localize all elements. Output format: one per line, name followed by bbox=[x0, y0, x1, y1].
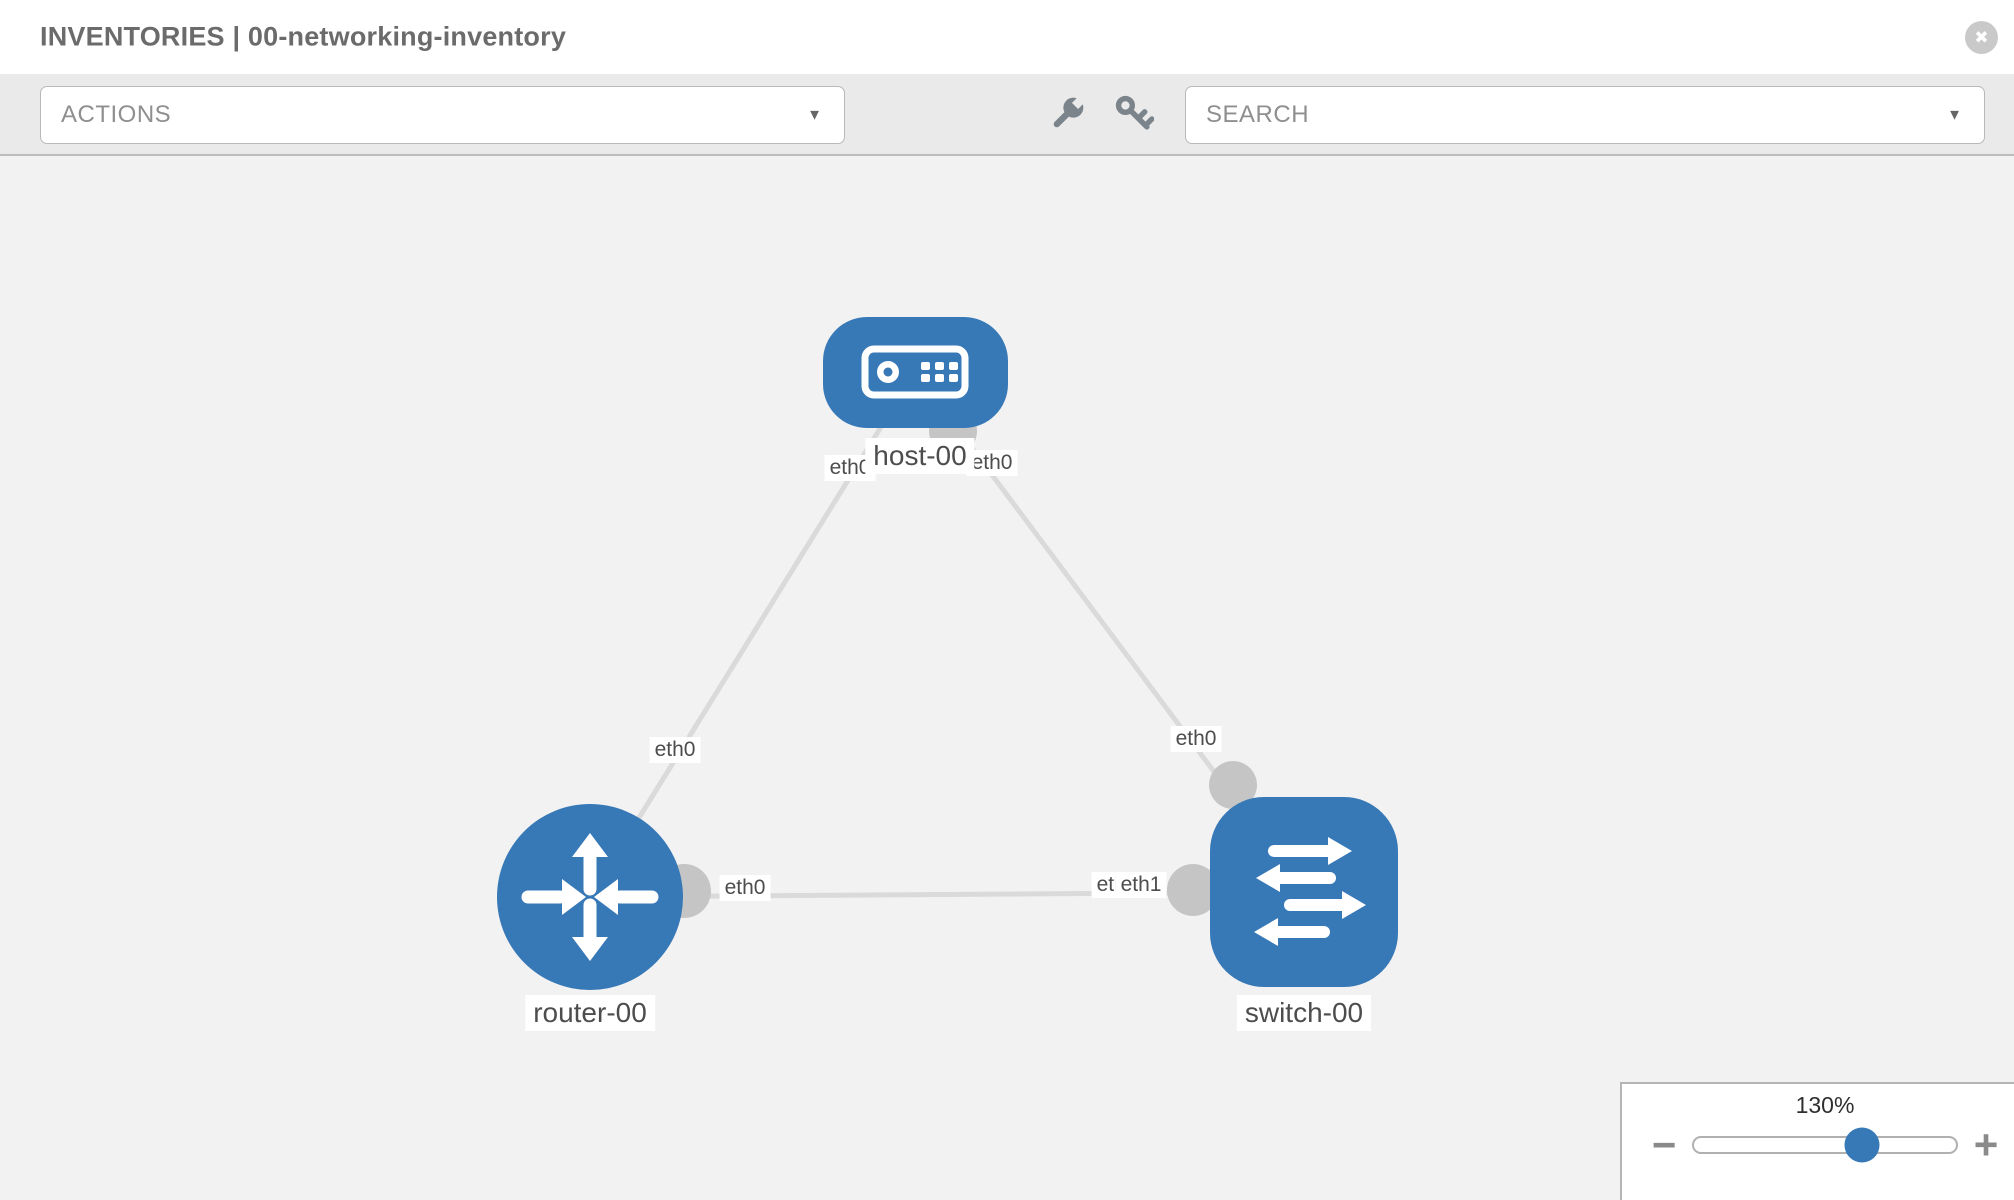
chevron-down-icon: ▼ bbox=[1947, 106, 1962, 124]
toolbar: ACTIONS ▼ SEARCH ▼ bbox=[0, 74, 2014, 156]
iface-label: eth0 bbox=[719, 875, 771, 901]
zoom-level-value: 130% bbox=[1795, 1092, 1855, 1118]
topology-canvas[interactable]: eth0 eth0 eth0 eth0 eth0 eth0 eth1 host-… bbox=[0, 156, 2014, 1200]
actions-dropdown[interactable]: ACTIONS ▼ bbox=[40, 86, 845, 144]
iface-label: eth0 bbox=[966, 450, 1018, 476]
search-dropdown-label: SEARCH bbox=[1206, 101, 1310, 128]
interface-bumps bbox=[657, 407, 1257, 918]
search-dropdown[interactable]: SEARCH ▼ bbox=[1185, 86, 1985, 144]
close-button[interactable]: ✖ bbox=[1965, 21, 1998, 54]
node-host-00[interactable] bbox=[823, 317, 1008, 428]
node-label-host: host-00 bbox=[865, 438, 975, 474]
iface-label: eth1 bbox=[1115, 872, 1167, 898]
node-label-switch: switch-00 bbox=[1236, 995, 1372, 1031]
minus-icon: − bbox=[1651, 1121, 1677, 1168]
actions-dropdown-label: ACTIONS bbox=[61, 101, 172, 128]
node-label-router: router-00 bbox=[525, 995, 655, 1031]
zoom-in-button[interactable]: + bbox=[1974, 1124, 1999, 1166]
wrench-icon bbox=[1053, 95, 1086, 128]
page-title: INVENTORIES | 00-networking-inventory bbox=[40, 21, 567, 52]
key-icon bbox=[1115, 95, 1155, 130]
credentials-button[interactable] bbox=[1114, 94, 1155, 134]
interface-bump bbox=[1167, 864, 1219, 916]
switch-icon bbox=[1254, 837, 1366, 946]
iface-label: eth0 bbox=[1170, 726, 1222, 752]
router-icon bbox=[521, 833, 659, 961]
chevron-down-icon: ▼ bbox=[807, 106, 822, 124]
close-icon: ✖ bbox=[1974, 28, 1989, 47]
zoom-slider-thumb[interactable] bbox=[1844, 1127, 1880, 1163]
iface-label: eth0 bbox=[649, 737, 701, 763]
interface-bump bbox=[1209, 761, 1257, 809]
node-router-00[interactable] bbox=[497, 804, 683, 990]
zoom-slider-track[interactable] bbox=[1692, 1127, 1958, 1163]
header: INVENTORIES | 00-networking-inventory ✖ bbox=[0, 0, 2014, 74]
plus-icon: + bbox=[1973, 1121, 1999, 1168]
zoom-panel: 130% − + bbox=[1620, 1082, 2014, 1200]
configure-button[interactable] bbox=[1047, 94, 1087, 134]
node-switch-00[interactable] bbox=[1210, 797, 1398, 987]
zoom-out-button[interactable]: − bbox=[1652, 1124, 1677, 1166]
host-icon bbox=[861, 345, 969, 399]
